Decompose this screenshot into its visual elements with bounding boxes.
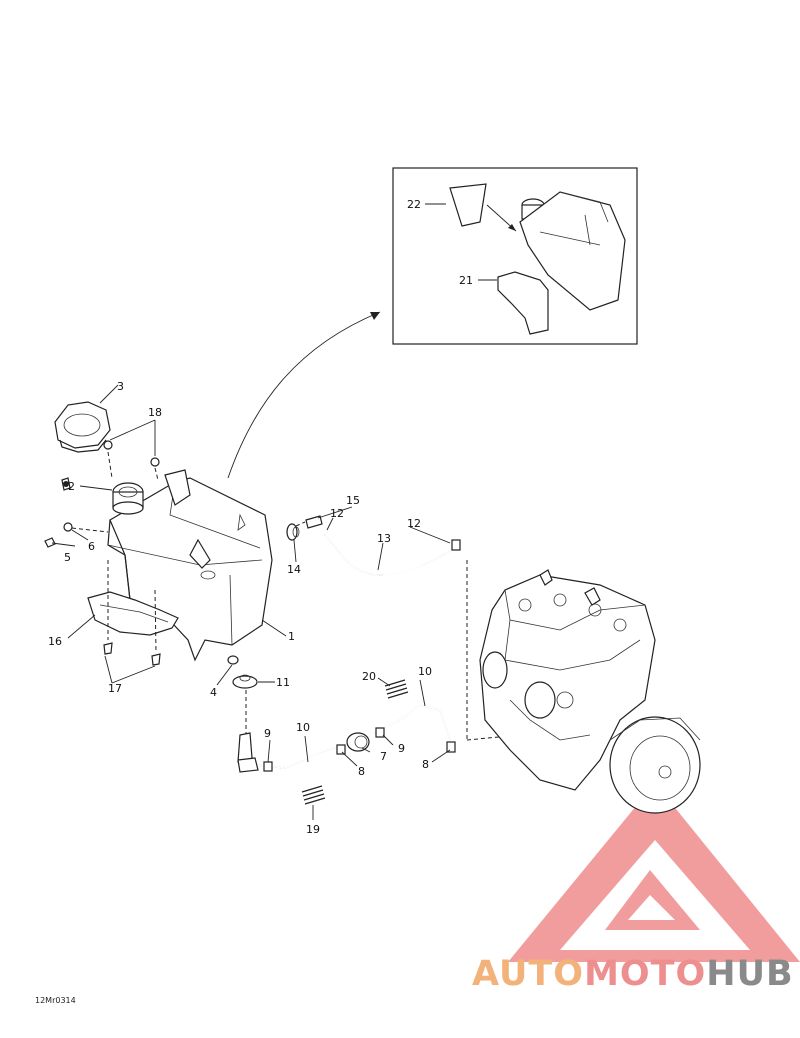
callout-10a: 10: [296, 721, 310, 734]
coolant-tank-1: [107, 469, 273, 662]
watermark-text: AUTOMOTOHUB: [472, 954, 794, 994]
callout-3: 3: [117, 380, 124, 393]
callout-8a: 8: [358, 765, 365, 778]
spring-19: [301, 785, 326, 805]
callout-16: 16: [48, 635, 62, 648]
callout-9a: 9: [264, 727, 271, 740]
callout-7: 7: [380, 750, 387, 763]
callout-15: 15: [346, 494, 360, 507]
callout-18: 18: [148, 406, 162, 419]
callout-2: 2: [68, 480, 75, 493]
callout-labels: 1 2 3 4 5 6 7 8 8 9 9 10 10 11 12 12 13 …: [48, 198, 473, 836]
watermark-moto: MOTO: [584, 954, 707, 994]
callout-9b: 9: [398, 742, 405, 755]
callout-1: 1: [288, 630, 295, 643]
fasteners: [44, 440, 323, 689]
callout-11: 11: [276, 676, 290, 689]
callout-20: 20: [362, 670, 376, 683]
flywheel: [609, 716, 701, 814]
callout-22: 22: [407, 198, 421, 211]
watermark-hub: HUB: [706, 954, 794, 994]
radiator-cap-3: [54, 401, 111, 453]
inset-tank: [519, 191, 626, 311]
engine-assembly: [479, 569, 701, 814]
callout-13: 13: [377, 532, 391, 545]
spring-20: [384, 679, 409, 699]
inset-detail-box: [392, 167, 638, 345]
callout-14: 14: [287, 563, 301, 576]
callout-5: 5: [64, 551, 71, 564]
callout-12b: 12: [407, 517, 421, 530]
callout-4: 4: [210, 686, 217, 699]
callout-10b: 10: [418, 665, 432, 678]
callout-12a: 12: [330, 507, 344, 520]
callout-17: 17: [108, 682, 122, 695]
watermark-logo: [508, 783, 800, 962]
figure-reference-code: 12Mr0314: [35, 996, 76, 1005]
plate-21: [497, 271, 549, 335]
callout-leaders: [51, 384, 451, 820]
detail-arrow: [227, 311, 381, 479]
watermark-auto: AUTO: [472, 954, 585, 994]
callout-8b: 8: [422, 758, 429, 771]
hoses: [237, 534, 461, 805]
decal-22: [449, 183, 487, 227]
callout-19: 19: [306, 823, 320, 836]
callout-6: 6: [88, 540, 95, 553]
callout-21: 21: [459, 274, 473, 287]
